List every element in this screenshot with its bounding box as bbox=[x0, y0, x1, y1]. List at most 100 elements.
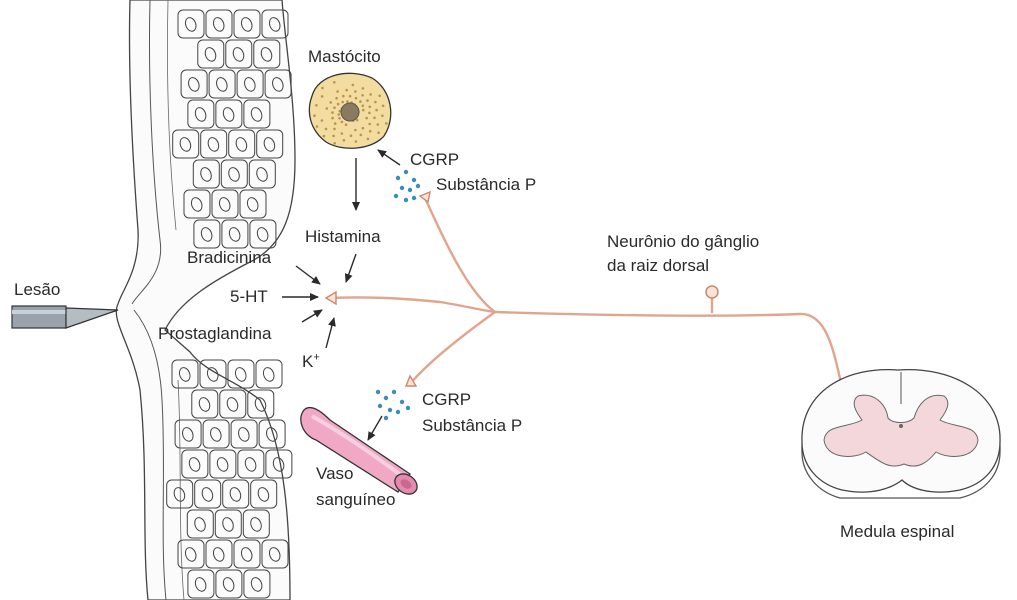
neuropeptide-dots-upper bbox=[394, 170, 420, 202]
granule bbox=[329, 101, 332, 104]
granule bbox=[366, 99, 369, 102]
neuropeptide-dot bbox=[394, 194, 398, 198]
spinal-cord-label: Medula espinal bbox=[840, 522, 954, 542]
granule bbox=[321, 87, 324, 90]
granule bbox=[385, 122, 388, 125]
granule bbox=[315, 104, 318, 107]
mast-cell bbox=[309, 73, 390, 148]
substance-p-upper-label: Substância P bbox=[436, 175, 536, 195]
potassium-charge: + bbox=[313, 351, 319, 363]
neuropeptide-dot bbox=[396, 410, 400, 414]
granule bbox=[368, 123, 371, 126]
granule bbox=[360, 134, 363, 137]
granule bbox=[326, 107, 329, 110]
granule bbox=[341, 121, 344, 124]
arrow-prostaglandin bbox=[302, 310, 322, 322]
skin-tissue bbox=[116, 0, 295, 600]
neuropeptide-dot bbox=[404, 198, 408, 202]
granule bbox=[359, 100, 362, 103]
potassium-symbol: K bbox=[302, 352, 313, 371]
bradykinin-label: Bradicinina bbox=[187, 248, 271, 268]
granule bbox=[313, 114, 316, 117]
granule bbox=[377, 131, 380, 134]
substance-p-lower-label: Substância P bbox=[422, 416, 522, 436]
neuropeptide-dots-lower bbox=[376, 390, 410, 420]
granule bbox=[333, 81, 336, 84]
granule bbox=[369, 106, 372, 109]
granule bbox=[381, 115, 384, 118]
granule bbox=[323, 135, 326, 138]
arrow-cgrp-to-vessel bbox=[368, 416, 382, 440]
needle-body bbox=[12, 306, 66, 328]
granule bbox=[377, 123, 380, 126]
granule bbox=[336, 90, 339, 93]
mast-cell-nucleus bbox=[341, 103, 359, 121]
prostaglandin-label: Prostaglandina bbox=[158, 324, 271, 344]
granule bbox=[369, 130, 372, 133]
potassium-label: K+ bbox=[302, 352, 320, 372]
granule bbox=[331, 111, 334, 114]
arrow-histamine bbox=[346, 254, 356, 282]
granule bbox=[355, 140, 358, 143]
granule bbox=[352, 84, 355, 87]
neuropeptide-dot bbox=[400, 186, 404, 190]
nerve-axon bbox=[495, 312, 856, 402]
granule bbox=[316, 125, 319, 128]
granule bbox=[375, 109, 378, 112]
granule bbox=[365, 117, 368, 120]
granule bbox=[333, 128, 336, 131]
granule bbox=[345, 89, 348, 92]
granule bbox=[362, 105, 365, 108]
needle-tip bbox=[66, 308, 118, 328]
neuropeptide-dot bbox=[408, 188, 412, 192]
lesion-needle bbox=[12, 306, 118, 328]
spinal-central-canal bbox=[899, 424, 903, 428]
granule bbox=[341, 132, 344, 135]
granule bbox=[321, 119, 324, 122]
granule bbox=[369, 93, 372, 96]
mast-cell-label: Mastócito bbox=[308, 47, 381, 67]
granule bbox=[374, 101, 377, 104]
nerve-branch-mast bbox=[424, 196, 495, 312]
nerve-branch-skin bbox=[330, 297, 495, 312]
granule bbox=[378, 95, 381, 98]
granule bbox=[331, 117, 334, 120]
nerve-ending-skin bbox=[326, 292, 336, 304]
cgrp-lower-label: CGRP bbox=[422, 390, 471, 410]
granule bbox=[362, 127, 365, 130]
granule bbox=[333, 142, 336, 145]
spinal-cord bbox=[802, 370, 1000, 498]
granule bbox=[373, 117, 376, 120]
granule bbox=[350, 134, 353, 137]
cgrp-upper-label: CGRP bbox=[410, 150, 459, 170]
granule bbox=[338, 117, 341, 120]
granule bbox=[321, 95, 324, 98]
neuropeptide-dot bbox=[404, 170, 408, 174]
needle-highlight bbox=[12, 310, 66, 314]
histamine-label: Histamina bbox=[305, 227, 381, 247]
granule bbox=[362, 87, 365, 90]
nerve-branch-vessel bbox=[410, 312, 495, 384]
granule bbox=[335, 97, 338, 100]
granule bbox=[341, 101, 344, 104]
neuron-label-line1: Neurônio do gânglio bbox=[607, 232, 759, 252]
arrow-cgrp-to-mast bbox=[378, 150, 400, 165]
granule bbox=[334, 122, 337, 125]
granule bbox=[367, 138, 370, 141]
granule bbox=[325, 128, 328, 131]
arrow-potassium bbox=[326, 318, 334, 348]
neuropeptide-dot bbox=[384, 396, 388, 400]
granule bbox=[332, 135, 335, 138]
granule bbox=[362, 109, 365, 112]
cell-nucleus bbox=[234, 366, 248, 383]
granule bbox=[342, 95, 345, 98]
granule bbox=[361, 94, 364, 97]
granule bbox=[343, 139, 346, 142]
granule bbox=[355, 97, 358, 100]
granule bbox=[349, 95, 352, 98]
neuropeptide-dot bbox=[412, 178, 416, 182]
granule bbox=[382, 105, 385, 108]
vessel-label-line2: sanguíneo bbox=[316, 490, 395, 510]
neuron-label-line2: da raiz dorsal bbox=[607, 256, 709, 276]
